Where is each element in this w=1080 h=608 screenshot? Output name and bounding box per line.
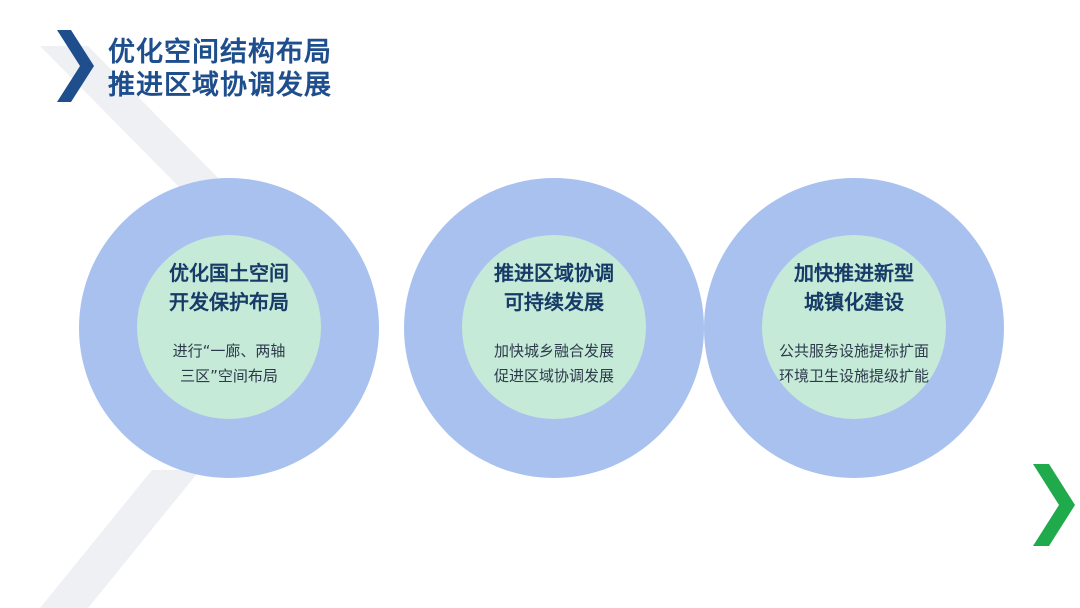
circle-2-heading-line-2: 可持续发展: [504, 290, 604, 314]
chevron-right-icon: [57, 30, 94, 102]
circle-1-heading: 优化国土空间 开发保护布局: [79, 259, 379, 317]
circle-2-heading-line-1: 推进区域协调: [494, 261, 614, 285]
circle-1-desc-line-2: 三区”空间布局: [180, 367, 278, 385]
circle-1-heading-line-2: 开发保护布局: [169, 290, 289, 314]
deco-stripe-upper: [40, 46, 230, 190]
page-title: 优化空间结构布局 推进区域协调发展: [108, 36, 332, 102]
circle-3: 加快推进新型 城镇化建设 公共服务设施提标扩面 环境卫生设施提级扩能: [704, 178, 1004, 478]
circle-2: 推进区域协调 可持续发展 加快城乡融合发展 促进区域协调发展: [404, 178, 704, 478]
circle-2-desc-line-2: 促进区域协调发展: [493, 367, 614, 385]
circle-3-desc-line-1: 公共服务设施提标扩面: [778, 342, 929, 360]
circle-3-desc-line-2: 环境卫生设施提级扩能: [778, 367, 929, 385]
circle-3-heading-line-1: 加快推进新型: [794, 261, 914, 285]
circle-1-heading-line-1: 优化国土空间: [169, 261, 289, 285]
circle-3-heading: 加快推进新型 城镇化建设: [704, 259, 1004, 317]
deco-stripe-lower: [40, 470, 200, 608]
title-line-2: 推进区域协调发展: [108, 70, 332, 101]
circle-3-inner: [762, 235, 946, 419]
circle-1-description: 进行“一廊、两轴 三区”空间布局: [79, 339, 379, 389]
circle-2-description: 加快城乡融合发展 促进区域协调发展: [404, 339, 704, 389]
circle-1-desc-line-1: 进行“一廊、两轴: [172, 342, 286, 360]
circle-3-description: 公共服务设施提标扩面 环境卫生设施提级扩能: [704, 339, 1004, 389]
circle-2-desc-line-1: 加快城乡融合发展: [493, 342, 614, 360]
circle-3-heading-line-2: 城镇化建设: [804, 290, 904, 314]
circle-1: 优化国土空间 开发保护布局 进行“一廊、两轴 三区”空间布局: [79, 178, 379, 478]
circle-1-inner: [137, 235, 321, 419]
chevron-right-icon: [1033, 464, 1075, 546]
circle-2-inner: [462, 235, 646, 419]
title-line-1: 优化空间结构布局: [108, 37, 332, 68]
circle-2-heading: 推进区域协调 可持续发展: [404, 259, 704, 317]
